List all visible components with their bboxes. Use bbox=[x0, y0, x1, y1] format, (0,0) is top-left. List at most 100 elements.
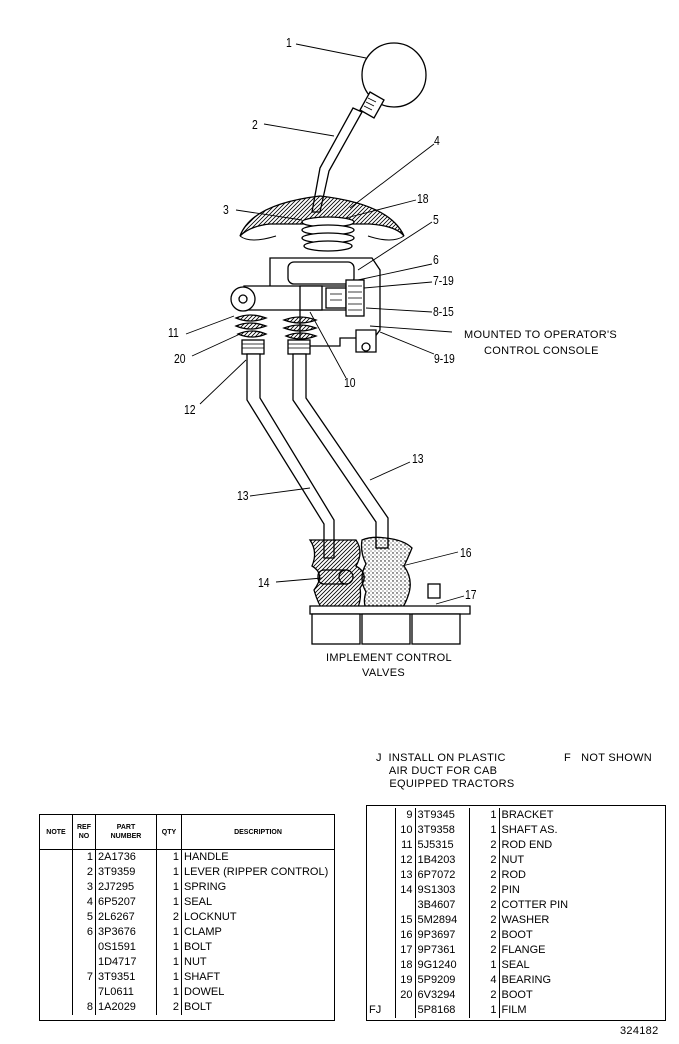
ref-cell: 17 bbox=[395, 943, 416, 958]
illustration-number: 324182 bbox=[620, 1025, 659, 1037]
note-cell bbox=[367, 973, 396, 988]
description-cell: SEAL bbox=[184, 896, 213, 908]
ref-cell: 13 bbox=[395, 868, 416, 883]
part-number-cell: 9P3697 bbox=[415, 928, 470, 943]
boot-left bbox=[234, 314, 268, 338]
ref-cell: 3 bbox=[72, 880, 96, 895]
description-cell: BEARING bbox=[501, 974, 552, 986]
description-cell: NUT bbox=[501, 854, 525, 866]
description-cell: LEVER (RIPPER CONTROL) bbox=[184, 866, 329, 878]
note-cell bbox=[40, 910, 73, 925]
qty-cell: 4 bbox=[469, 973, 500, 988]
ref-cell bbox=[72, 985, 96, 1000]
callout-13-left: 13 bbox=[237, 488, 249, 503]
callout-17: 17 bbox=[465, 587, 477, 602]
ref-cell: 1 bbox=[72, 849, 96, 865]
ref-cell: 8 bbox=[72, 1000, 96, 1015]
parts-table-left-frame bbox=[39, 814, 335, 1021]
qty-cell: 2 bbox=[469, 898, 500, 913]
part-number-cell: 5P9209 bbox=[415, 973, 470, 988]
callout-4: 4 bbox=[434, 133, 440, 148]
ref-cell: 7 bbox=[72, 970, 96, 985]
header-qty: QTY bbox=[156, 815, 182, 850]
part-number-cell: 5M2894 bbox=[415, 913, 470, 928]
callout-14: 14 bbox=[258, 575, 270, 590]
part-number-cell: 3P3676 bbox=[95, 925, 157, 940]
rod-right bbox=[292, 353, 389, 549]
boot-right bbox=[282, 316, 318, 340]
nut-left bbox=[241, 339, 265, 355]
qty-cell: 2 bbox=[469, 868, 500, 883]
part-number-cell: 5J5315 bbox=[415, 838, 470, 853]
note-cell bbox=[367, 853, 396, 868]
callout-11: 11 bbox=[168, 325, 179, 340]
part-number-cell: 5P8168 bbox=[415, 1003, 470, 1018]
parts-table-right-frame bbox=[366, 805, 666, 1021]
description-cell: BOLT bbox=[184, 1001, 212, 1013]
description-cell: SHAFT bbox=[184, 971, 221, 983]
boot-valve-right bbox=[360, 536, 413, 613]
description-cell: BRACKET bbox=[501, 809, 554, 821]
callout-1: 1 bbox=[286, 35, 292, 50]
ref-cell: 2 bbox=[72, 865, 96, 880]
callout-10: 10 bbox=[344, 375, 356, 390]
note-cell bbox=[40, 849, 73, 865]
ball-joint-left bbox=[230, 286, 256, 312]
part-number-cell: 3T9359 bbox=[95, 865, 157, 880]
description-cell: COTTER PIN bbox=[501, 899, 569, 911]
part-number-cell: 1B4203 bbox=[415, 853, 470, 868]
ref-cell: 10 bbox=[395, 823, 416, 838]
ref-cell: 5 bbox=[72, 910, 96, 925]
note-cell bbox=[40, 985, 73, 1000]
ref-cell: 18 bbox=[395, 958, 416, 973]
nut-right bbox=[287, 339, 311, 355]
description-cell: ROD bbox=[501, 869, 526, 881]
qty-cell: 2 bbox=[469, 913, 500, 928]
description-cell: BOLT bbox=[184, 941, 212, 953]
description-cell: HANDLE bbox=[184, 851, 229, 863]
ref-cell bbox=[72, 940, 96, 955]
note-cell bbox=[40, 1000, 73, 1015]
callout-3: 3 bbox=[223, 202, 229, 217]
part-number-cell: 3B4607 bbox=[415, 898, 470, 913]
handle-knob bbox=[361, 42, 427, 108]
callout-18: 18 bbox=[417, 191, 429, 206]
qty-cell: 2 bbox=[469, 928, 500, 943]
ref-cell bbox=[72, 955, 96, 970]
ref-cell bbox=[395, 898, 416, 913]
callout-12: 12 bbox=[184, 402, 196, 417]
callout-2: 2 bbox=[252, 117, 258, 132]
leader-lines bbox=[185, 43, 465, 605]
note-cell bbox=[40, 955, 73, 970]
qty-cell: 1 bbox=[156, 925, 182, 940]
valve-3 bbox=[411, 613, 461, 645]
note-cell bbox=[40, 940, 73, 955]
qty-cell: 1 bbox=[156, 849, 182, 865]
header-description: DESCRIPTION bbox=[181, 815, 334, 850]
description-cell: DOWEL bbox=[184, 986, 225, 998]
part-number-cell: 9P7361 bbox=[415, 943, 470, 958]
note-cell bbox=[40, 925, 73, 940]
callout-16: 16 bbox=[460, 545, 472, 560]
qty-cell: 1 bbox=[469, 808, 500, 823]
description-cell: NUT bbox=[184, 956, 207, 968]
qty-cell: 1 bbox=[156, 895, 182, 910]
part-number-cell: 6P5207 bbox=[95, 895, 157, 910]
parts-table-left: NOTE REF NO PART NUMBER QTY DESCRIPTION … bbox=[40, 815, 334, 1015]
header-ref: REF NO bbox=[72, 815, 96, 850]
part-number-cell: 2L6267 bbox=[95, 910, 157, 925]
part-number-cell: 3T9351 bbox=[95, 970, 157, 985]
note-cell bbox=[367, 808, 396, 823]
implement-label-line2: VALVES bbox=[362, 667, 405, 679]
